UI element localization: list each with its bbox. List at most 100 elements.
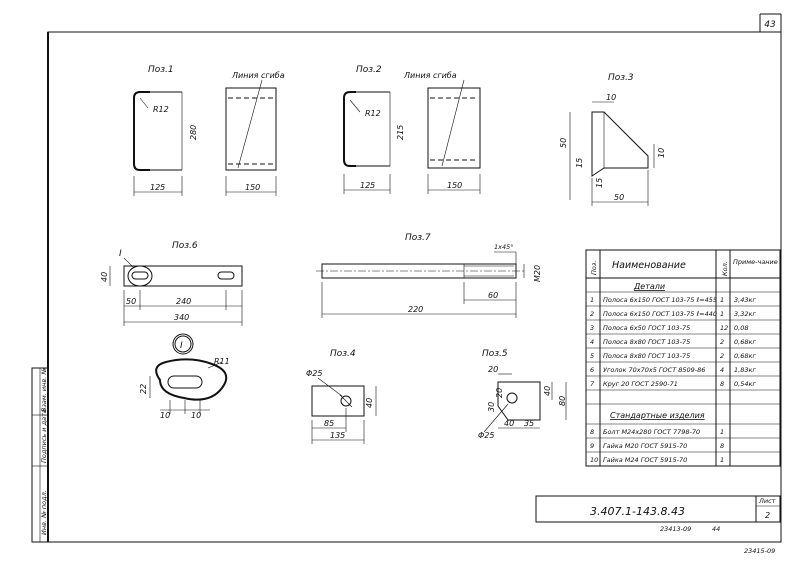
pos6-height: 40 <box>100 272 109 282</box>
pos2-width-a: 125 <box>360 181 375 190</box>
pos1-radius: R12 <box>153 105 169 114</box>
pos5-bottom-a: 40 <box>504 419 514 428</box>
table-row-note: 0,08 <box>734 324 748 332</box>
standard-rows: 8 Болт М24х280 ГОСТ 7798-70 1 9 Гайка М20 ГО… <box>590 428 724 464</box>
standard-row-name: Гайка М24 ГОСТ 5915-70 <box>603 456 687 464</box>
pos3-side-a: 15 <box>575 158 584 168</box>
pos6-drawing: Поз.6 I 40 50 240 340 <box>100 241 243 326</box>
table-row-note: 3,43кг <box>734 296 756 304</box>
table-row-note: 3,32кг <box>734 310 756 318</box>
spec-table: Поз. Наименование Кол. Приме-чание Детал… <box>585 249 781 467</box>
table-row-qty: 4 <box>720 366 724 374</box>
pos5-bottom-b: 35 <box>524 419 534 428</box>
pos3-bottom-b: 50 <box>614 193 624 202</box>
table-row-note: 0,68кг <box>734 352 756 360</box>
pos2-bend: Линия сгиба <box>403 71 457 80</box>
pos3-top: 10 <box>606 93 616 102</box>
pos5-h-a: 30 <box>487 402 496 412</box>
table-row-pos: 5 <box>590 352 594 360</box>
table-row-name: Полоса 8х80 ГОСТ 103-75 <box>603 338 690 346</box>
table-row-note: 0,54кг <box>734 380 756 388</box>
table-row-pos: 3 <box>590 324 594 332</box>
standard-row-pos: 8 <box>590 428 594 436</box>
pos1-width-b: 150 <box>245 183 260 192</box>
pos2-title: Поз.2 <box>356 65 382 75</box>
corner-mark: 23415-09 <box>744 547 775 555</box>
standard-row-name: Болт М24х280 ГОСТ 7798-70 <box>603 428 700 436</box>
pos5-drawing: Поз.5 20 30 20 40 80 Φ25 40 35 <box>478 349 567 440</box>
pos3-bottom-a: 15 <box>595 178 604 188</box>
pos7-thread-len: 60 <box>488 291 498 300</box>
pos4-length: 135 <box>330 431 345 440</box>
table-row-pos: 1 <box>590 296 594 304</box>
table-row-note: 1,83кг <box>734 366 756 374</box>
hdr-name: Наименование <box>612 260 686 271</box>
table-row-qty: 2 <box>720 352 724 360</box>
pos3-height: 50 <box>559 138 568 148</box>
pos7-chamfer: 1х45° <box>494 243 514 251</box>
strip-inv: Инв. № подл. <box>40 490 48 535</box>
pos5-width: 80 <box>558 396 567 406</box>
table-row-name: Круг 20 ГОСТ 2590-71 <box>603 380 678 388</box>
standard-row-qty: 8 <box>720 442 724 450</box>
table-row-name: Полоса 6х150 ГОСТ 103-75 ℓ=440 <box>603 310 717 318</box>
table-row-pos: 6 <box>590 366 594 374</box>
pos3-drawing: Поз.3 10 50 15 10 15 50 <box>559 73 666 206</box>
pos6-total: 340 <box>174 313 189 322</box>
table-row-note: 0,68кг <box>734 338 756 346</box>
standard-row-qty: 1 <box>720 428 724 436</box>
section-mark: I <box>180 341 183 351</box>
title-block: 3.407.1-143.8.43 Лист 2 23413-09 44 <box>535 495 781 533</box>
pos4-offset: 85 <box>324 419 334 428</box>
pos5-top: 20 <box>488 365 498 374</box>
pos5-hole: Φ25 <box>478 431 494 440</box>
section-w-a: 10 <box>160 411 170 420</box>
standard-row-name: Гайка М20 ГОСТ 5915-70 <box>603 442 687 450</box>
section-w-b: 10 <box>191 411 201 420</box>
page-number: 43 <box>764 20 776 30</box>
pos3-side-b: 10 <box>657 148 666 158</box>
pos7-title: Поз.7 <box>405 233 431 243</box>
pos4-drawing: Поз.4 Φ25 40 85 135 <box>306 349 377 444</box>
pos4-hole: Φ25 <box>306 369 322 378</box>
pos5-h-b: 20 <box>495 388 504 398</box>
table-row-name: Уголок 70х70х5 ГОСТ 8509-86 <box>603 366 705 374</box>
table-row-qty: 1 <box>720 310 724 318</box>
document-code: 3.407.1-143.8.43 <box>590 505 685 518</box>
side-strip: Инв. № подл. Подпись и дата Взам. инв. № <box>31 367 49 543</box>
pos1-title: Поз.1 <box>148 65 174 75</box>
table-row-pos: 7 <box>590 380 595 388</box>
hdr-qty: Кол. <box>721 261 729 276</box>
section-i-drawing: I R11 22 10 10 <box>139 333 230 420</box>
pos1-bend: Линия сгиба <box>231 71 285 80</box>
table-row-pos: 2 <box>590 310 594 318</box>
pos6-title: Поз.6 <box>172 241 198 251</box>
sheet-number: 2 <box>765 511 770 520</box>
table-row-qty: 12 <box>720 324 728 332</box>
section-details: Детали <box>633 282 665 291</box>
strip-sign: Подпись и дата <box>40 409 48 463</box>
table-row-pos: 4 <box>590 338 594 346</box>
archive-number: 23413-09 <box>660 525 691 533</box>
pos7-thread: M20 <box>533 265 542 282</box>
sheet-label: Лист <box>758 497 776 505</box>
table-row-qty: 2 <box>720 338 724 346</box>
pos4-title: Поз.4 <box>330 349 356 359</box>
table-row-name: Полоса 6х150 ГОСТ 103-75 ℓ=455 <box>603 296 717 304</box>
hdr-note: Приме-чание <box>733 258 778 266</box>
pos7-drawing: Поз.7 1х45° M20 60 220 <box>316 233 542 318</box>
pos1-height: 280 <box>189 125 198 140</box>
pos1-width-a: 125 <box>150 183 165 192</box>
standard-row-pos: 9 <box>590 442 594 450</box>
pos5-height: 40 <box>543 386 552 396</box>
pos2-drawing: Поз.2 R12 215 125 Линия сгиба 150 <box>343 65 481 194</box>
pos3-title: Поз.3 <box>608 73 634 83</box>
table-row-qty: 8 <box>720 380 724 388</box>
pos6-left: 50 <box>126 297 136 306</box>
pos4-height: 40 <box>365 398 374 408</box>
standard-row-qty: 1 <box>720 456 724 464</box>
section-standard: Стандартные изделия <box>610 411 705 420</box>
pos2-height: 215 <box>396 125 405 140</box>
